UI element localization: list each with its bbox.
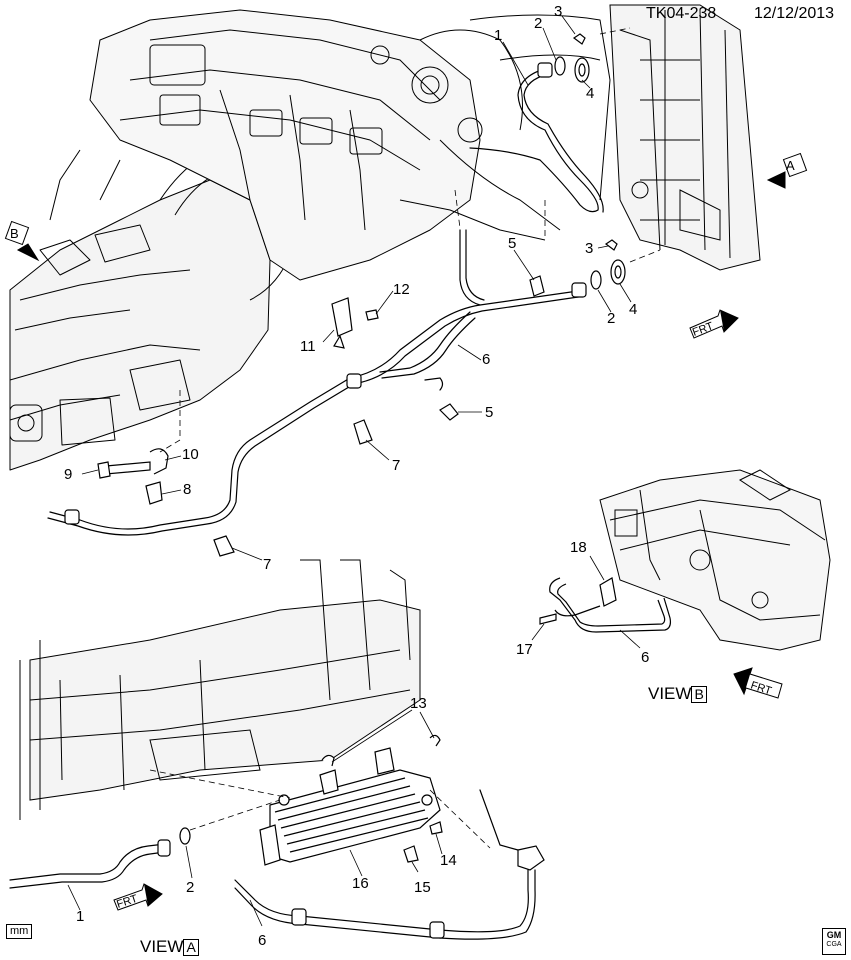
leader-lines-lower	[67, 709, 491, 927]
arrow-label-a: A	[786, 158, 795, 173]
callout-1-top: 1	[494, 27, 503, 44]
gm-logo-bottom: CGA	[826, 941, 842, 948]
callout-7-low: 7	[263, 556, 272, 573]
callout-12: 12	[393, 281, 410, 298]
callout-17: 17	[516, 641, 533, 658]
upper-fittings	[97, 33, 626, 557]
frt-arrow-icon: FRT	[113, 883, 163, 911]
cooler-line-upper-tube	[47, 62, 604, 536]
leader-lines-viewb	[531, 555, 641, 649]
callout-6-mid: 6	[482, 351, 491, 368]
callout-3-top: 3	[554, 3, 563, 20]
view-b-letter: B	[691, 686, 707, 703]
callout-4-mid: 4	[629, 301, 638, 318]
callout-5-top: 5	[508, 235, 517, 252]
callout-1-bot: 1	[76, 908, 85, 925]
radiator-support-frame	[609, 4, 761, 271]
frt-indicator-viewa: FRT	[112, 882, 168, 927]
view-b-text: VIEW	[648, 684, 692, 703]
callout-2-bot: 2	[186, 879, 195, 896]
frt-indicator-upper: FRT	[688, 306, 744, 351]
callout-6-viewb: 6	[641, 649, 650, 666]
callout-14: 14	[440, 852, 457, 869]
frt-text-viewa: FRT	[115, 893, 139, 911]
oil-cooler-16	[259, 747, 441, 866]
arrow-label-b: B	[10, 226, 19, 241]
gm-logo-top: GM	[826, 930, 842, 940]
callout-13: 13	[410, 695, 427, 712]
frt-text-upper: FRT	[691, 320, 715, 339]
lower-fittings	[321, 734, 443, 863]
view-b-detail	[599, 469, 831, 651]
frt-indicator-viewb: FRT	[730, 664, 790, 709]
view-b-arrow	[4, 220, 40, 262]
diagram-date: 12/12/2013	[754, 5, 835, 22]
leader-lines-upper	[81, 15, 661, 561]
frt-arrow-icon: FRT	[733, 667, 783, 699]
callout-9: 9	[64, 466, 73, 483]
callout-6-bot: 6	[258, 932, 267, 949]
frt-arrow-icon: FRT	[689, 309, 739, 339]
view-a-frame	[19, 559, 421, 820]
view-b-tube-6	[539, 577, 672, 633]
view-a-letter: A	[183, 939, 199, 956]
callout-16: 16	[352, 875, 369, 892]
callout-10: 10	[182, 446, 199, 463]
view-a-text: VIEW	[140, 937, 184, 956]
gm-logo: GM CGA	[822, 928, 846, 955]
callout-2-mid: 2	[607, 310, 616, 327]
callout-5-mid: 5	[485, 404, 494, 421]
callout-8: 8	[183, 481, 192, 498]
callout-18: 18	[570, 539, 587, 556]
units-label: mm	[6, 924, 33, 939]
diagram-code: TK04-238	[646, 5, 717, 22]
callout-3-mid: 3	[585, 240, 594, 257]
callout-15: 15	[414, 879, 431, 896]
callout-7-mid: 7	[392, 457, 401, 474]
callout-2-top: 2	[534, 15, 543, 32]
engine-transmission-assembly	[9, 9, 611, 471]
callout-4-top: 4	[586, 85, 595, 102]
view-a-arrow	[766, 152, 808, 189]
lower-tubes	[9, 789, 545, 940]
callout-11: 11	[300, 338, 316, 355]
